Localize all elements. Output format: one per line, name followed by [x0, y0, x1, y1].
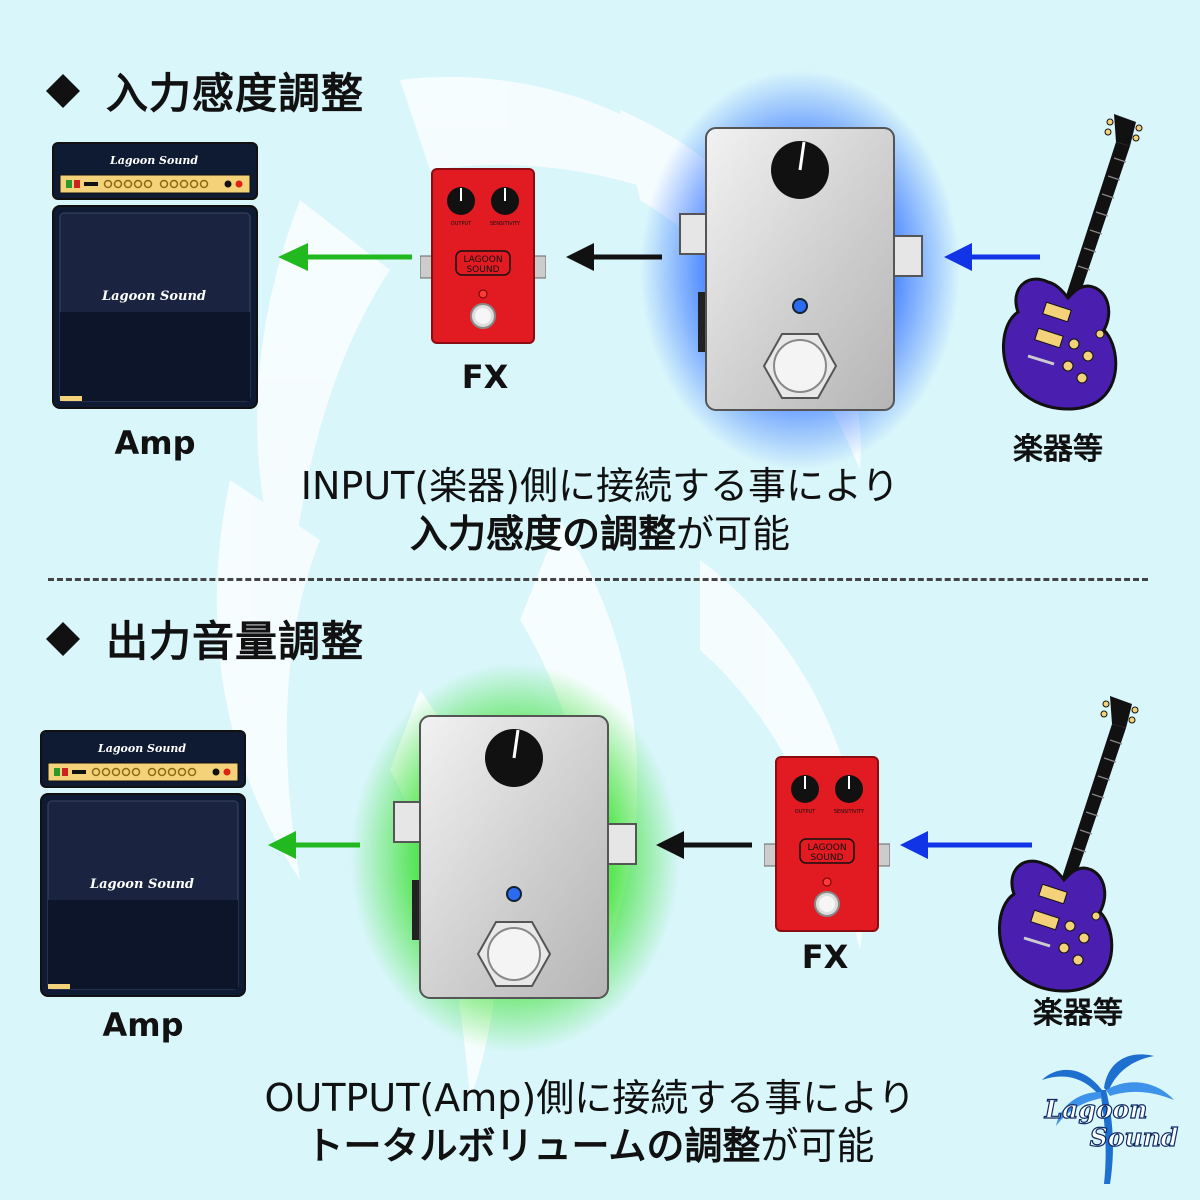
left-arrow-icon: [566, 243, 662, 271]
fx2-brand-2: SOUND: [810, 853, 843, 863]
left-arrow-icon: [656, 831, 752, 859]
section1-caption-line1: INPUT(楽器)側に接続する事により: [300, 464, 900, 508]
section1-caption-rest: が可能: [676, 512, 791, 556]
fx1-brand-2: SOUND: [466, 265, 499, 275]
amp-2-head-brand: Lagoon Sound: [97, 742, 186, 755]
amp-1: Lagoon Sound Lagoon Sound: [52, 142, 258, 409]
fx2-knob-right-label: SENSITIVITY: [834, 809, 865, 815]
instrument-1-label: 楽器等: [1013, 432, 1103, 467]
palm-tree-icon: [1042, 1054, 1174, 1184]
amp-2: Lagoon Sound Lagoon Sound: [40, 730, 246, 997]
section1-caption: INPUT(楽器)側に接続する事により 入力感度の調整が可能: [0, 464, 1200, 556]
amp-2-label: Amp: [102, 1006, 184, 1044]
section2-title: 出力音量調整: [46, 608, 364, 669]
amp-1-cab-brand: Lagoon Sound: [101, 289, 206, 304]
amp-1-label: Amp: [114, 424, 196, 462]
fx-1-label: FX: [461, 358, 509, 396]
fx-2-label: FX: [801, 938, 849, 976]
fx-pedal-2: OUTPUT SENSITIVITY LAGOON SOUND: [764, 756, 890, 932]
left-arrow-icon: [944, 243, 1040, 271]
fx-pedal-1: OUTPUT SENSITIVITY LAGOON SOUND: [420, 168, 546, 344]
attenuator-pedal-2: [393, 715, 637, 999]
section1-title: 入力感度調整: [46, 60, 364, 121]
logo-text-2: Sound: [1090, 1123, 1179, 1152]
section1-title-text: 入力感度調整: [106, 69, 365, 118]
attenuator-pedal-1: [679, 127, 923, 411]
diamond-icon: [46, 73, 80, 108]
lagoon-sound-logo: Lagoon Sound: [1042, 1054, 1179, 1184]
section2-caption-emphasis: トータルボリュームの調整: [305, 1124, 761, 1168]
section2-title-text: 出力音量調整: [106, 617, 365, 666]
section2-caption: OUTPUT(Amp)側に接続する事により トータルボリュームの調整が可能: [0, 1076, 1190, 1168]
fx2-brand-1: LAGOON: [807, 843, 846, 853]
amp-2-cab-brand: Lagoon Sound: [89, 877, 194, 892]
left-arrow-icon: [900, 831, 1032, 859]
fx1-knob-right-label: SENSITIVITY: [490, 221, 521, 227]
guitar-2: [998, 696, 1139, 993]
instrument-2-label: 楽器等: [1033, 996, 1123, 1031]
section2-caption-rest: が可能: [760, 1124, 875, 1168]
guitar-1: [1002, 114, 1143, 411]
section1-caption-emphasis: 入力感度の調整: [409, 512, 676, 556]
left-arrow-icon: [278, 243, 412, 271]
logo-text-1: Lagoon: [1044, 1095, 1148, 1124]
section2-caption-line2: トータルボリュームの調整が可能: [0, 1124, 1190, 1168]
fx2-knob-left-label: OUTPUT: [795, 809, 816, 815]
amp-1-head-brand: Lagoon Sound: [109, 154, 198, 167]
section-divider: [48, 578, 1148, 581]
section2-caption-line1: OUTPUT(Amp)側に接続する事により: [264, 1076, 916, 1120]
diamond-icon: [46, 621, 80, 656]
fx1-knob-left-label: OUTPUT: [451, 221, 472, 227]
section1-caption-line2: 入力感度の調整が可能: [0, 512, 1200, 556]
fx1-brand-1: LAGOON: [463, 255, 502, 265]
left-arrow-icon: [268, 831, 360, 859]
